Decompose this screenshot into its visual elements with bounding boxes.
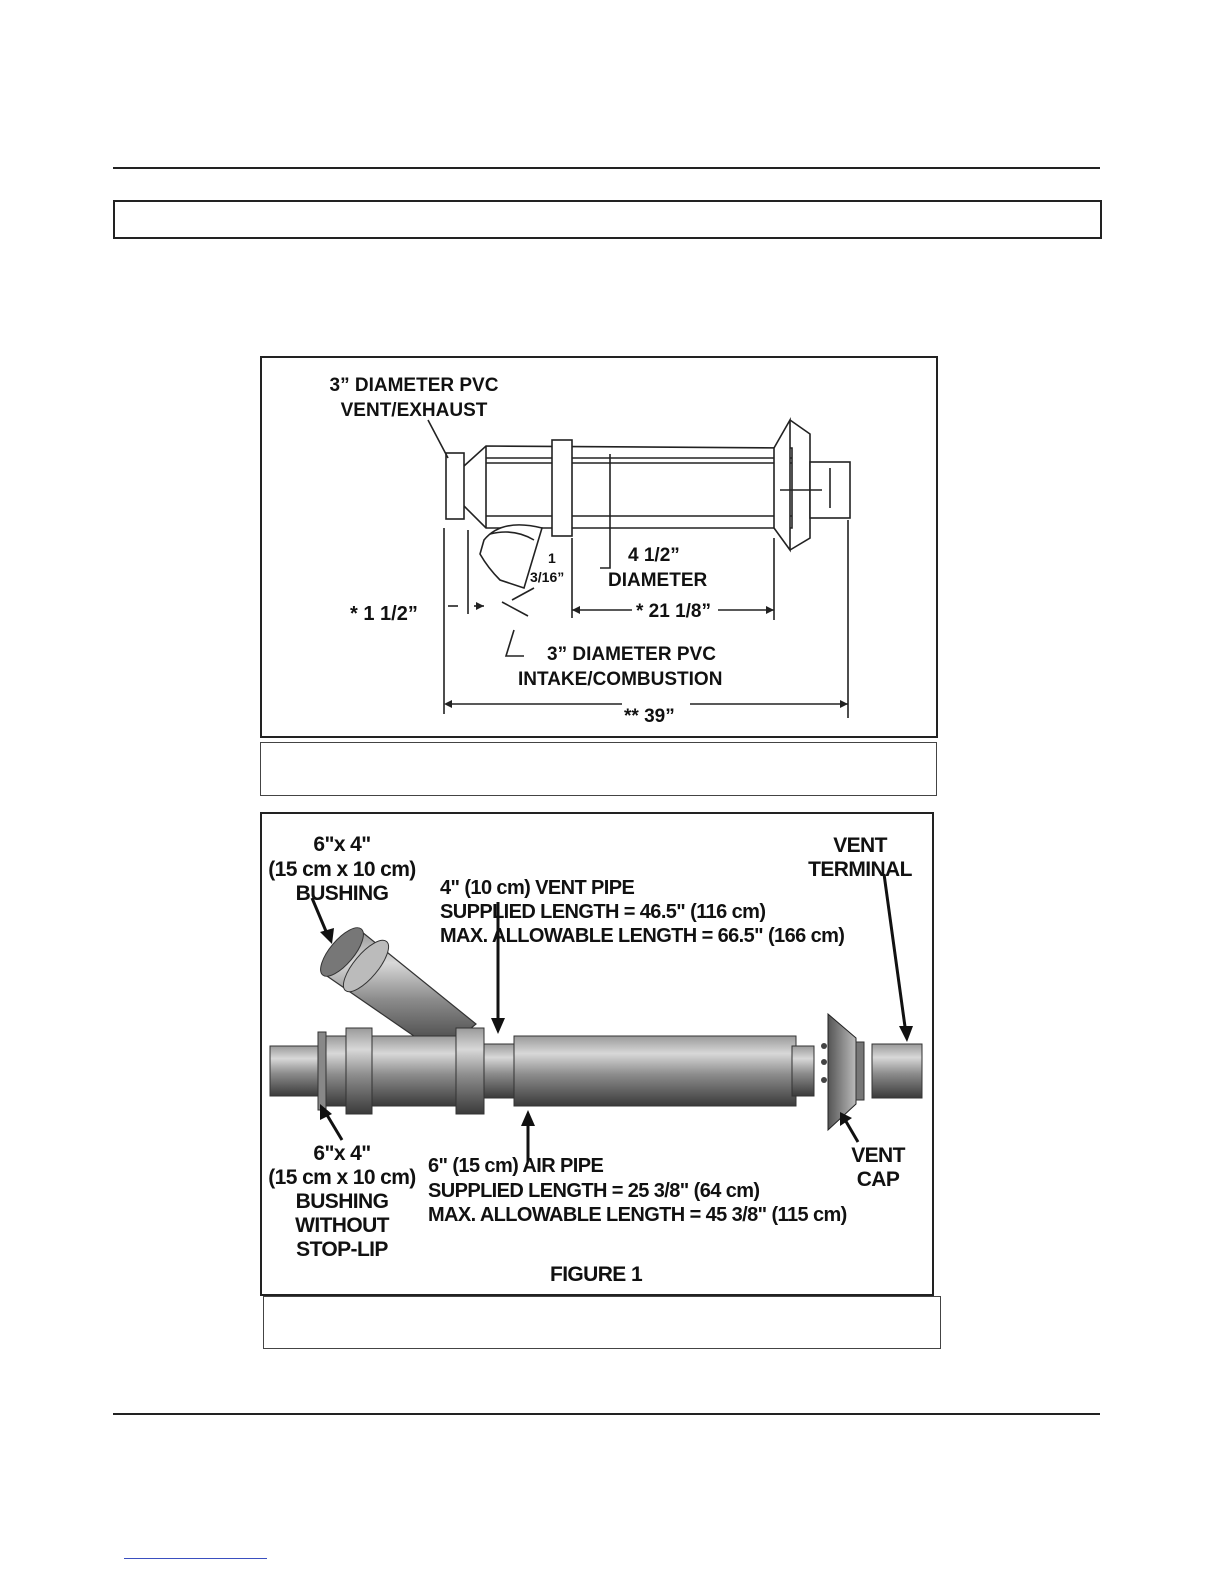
vent-cap-line2: CAP	[857, 1168, 900, 1191]
bushing-bottom-line2: (15 cm x 10 cm)	[268, 1166, 415, 1189]
diameter-label-line2: DIAMETER	[608, 570, 708, 591]
bushing-top-line1: 6"x 4"	[313, 833, 370, 856]
dimension-21-1-8: * 21 1/8”	[636, 601, 711, 622]
figure-b-caption-box	[263, 1296, 941, 1349]
air-pipe-line1: 6" (15 cm) AIR PIPE	[428, 1155, 603, 1177]
air-pipe-line2: SUPPLIED LENGTH = 25 3/8" (64 cm)	[428, 1180, 759, 1202]
header-box	[113, 200, 1102, 239]
figure-vent-kit-components: 6"x 4" (15 cm x 10 cm) BUSHING 4" (10 cm…	[260, 812, 934, 1296]
vent-exhaust-label-line1: 3” DIAMETER PVC	[330, 375, 499, 396]
bottom-rule	[113, 1413, 1100, 1415]
dimension-1-1-2: * 1 1/2”	[350, 603, 418, 625]
figure-vent-kit-drawing: 3” DIAMETER PVC VENT/EXHAUST 1 3/16” 4 1…	[260, 356, 938, 738]
vent-exhaust-label-line2: VENT/EXHAUST	[341, 400, 488, 421]
diameter-label-line1: 4 1/2”	[628, 545, 680, 566]
vent-pipe-line1: 4" (10 cm) VENT PIPE	[440, 877, 634, 899]
intake-label-line2: INTAKE/COMBUSTION	[518, 669, 722, 690]
bushing-bottom-line3: BUSHING	[296, 1190, 389, 1213]
footer-link-underline[interactable]	[124, 1558, 267, 1559]
figure-a-caption-box	[260, 742, 937, 796]
vent-cap-line1: VENT	[851, 1144, 905, 1167]
bushing-bottom-line5: STOP-LIP	[296, 1238, 388, 1261]
intake-label-line1: 3” DIAMETER PVC	[547, 644, 716, 665]
vent-terminal-line2: TERMINAL	[808, 858, 912, 881]
figure-title: FIGURE 1	[550, 1263, 643, 1286]
thickness-label-line1: 1	[548, 550, 556, 566]
bushing-top-line2: (15 cm x 10 cm)	[268, 858, 415, 881]
vent-kit-components: 6"x 4" (15 cm x 10 cm) BUSHING 4" (10 cm…	[268, 833, 923, 1286]
bushing-bottom-line1: 6"x 4"	[313, 1142, 370, 1165]
top-rule	[113, 167, 1100, 169]
vent-pipe-line2: SUPPLIED LENGTH = 46.5" (116 cm)	[440, 901, 765, 923]
air-pipe-line3: MAX. ALLOWABLE LENGTH = 45 3/8" (115 cm)	[428, 1204, 847, 1226]
vent-kit-drawing: 3” DIAMETER PVC VENT/EXHAUST 1 3/16” 4 1…	[330, 375, 851, 727]
vent-terminal-line1: VENT	[833, 834, 887, 857]
thickness-label-line2: 3/16”	[530, 569, 564, 585]
bushing-top-line3: BUSHING	[296, 882, 389, 905]
bushing-bottom-line4: WITHOUT	[295, 1214, 390, 1237]
vent-pipe-line3: MAX. ALLOWABLE LENGTH = 66.5" (166 cm)	[440, 925, 844, 947]
dimension-39: ** 39”	[624, 706, 675, 727]
